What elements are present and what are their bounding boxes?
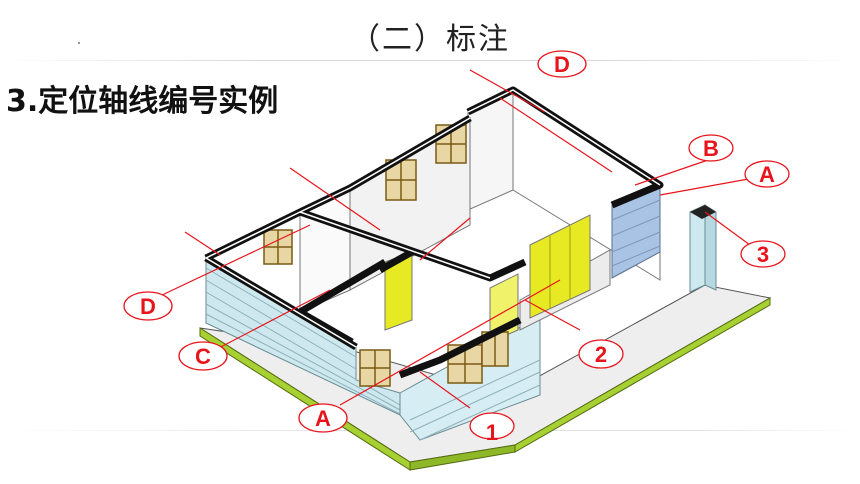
axis-bubble-C: C [178, 341, 228, 371]
axis-label-2: 2 [595, 342, 607, 367]
axis-label-C: C [195, 344, 211, 369]
blue-column-block [611, 184, 661, 279]
free-column [689, 204, 717, 293]
axis-bubble-A-right: A [744, 160, 790, 188]
interior-walls [299, 89, 661, 331]
axis-bubble-2: 2 [578, 339, 624, 369]
axis-bubble-A-bottom: A [298, 403, 348, 433]
decorative-dot [78, 42, 80, 44]
axis-label-1: 1 [486, 420, 498, 445]
axis-bubble-D-top: D [537, 50, 587, 78]
wall-top-inner-line [205, 89, 661, 348]
axis-label-3: 3 [757, 242, 769, 267]
axis-label-B: B [703, 136, 719, 161]
axis-lines [159, 69, 755, 409]
section-heading: 3.定位轴线编号实例 [6, 84, 279, 119]
axis-bubble-D-left: D [123, 291, 173, 321]
axis-label-A-right: A [759, 162, 775, 187]
slide-title: （二）标注 [350, 22, 510, 57]
axis-bubble-1: 1 [469, 412, 515, 445]
axis-label-A-bottom: A [315, 406, 331, 431]
axis-label-D-left: D [140, 294, 156, 319]
title-divider [0, 60, 860, 61]
axis-bubble-3: 3 [740, 240, 786, 268]
axis-bubble-B: B [688, 134, 734, 162]
axis-label-D-top: D [554, 52, 570, 77]
